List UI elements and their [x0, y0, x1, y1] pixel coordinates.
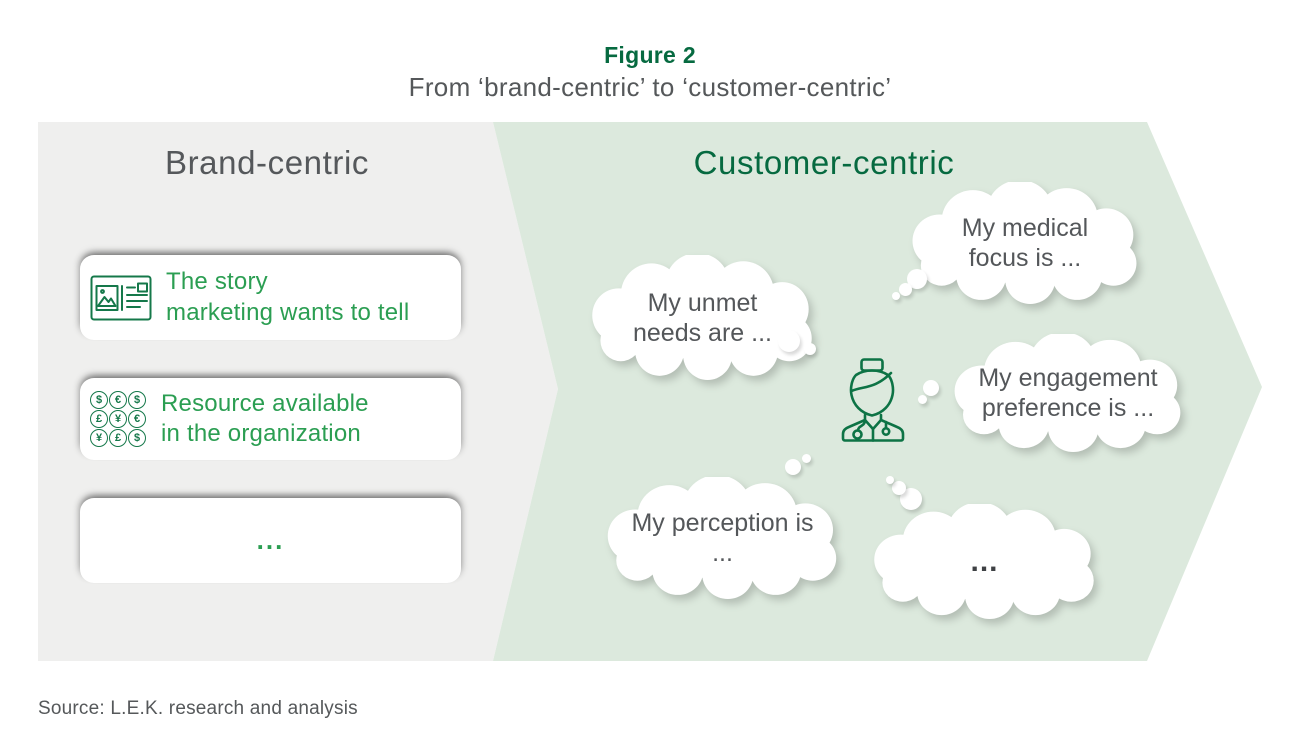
- source-note: Source: L.E.K. research and analysis: [38, 698, 358, 719]
- brand-item-card: ...: [80, 498, 461, 583]
- cloud-text: ...: [970, 544, 999, 578]
- ellipsis-label: ...: [256, 525, 285, 555]
- brand-item-card: $ € $ £ ¥ € ¥ £ $ Resource available in …: [80, 378, 461, 460]
- bubble-tail: [892, 292, 900, 300]
- cloud-text: My unmet needs are ...: [633, 288, 772, 347]
- brand-item-label: Resource available in the organization: [161, 389, 369, 447]
- bubble-tail: [804, 343, 816, 355]
- cloud-shape: [607, 477, 837, 599]
- bubble-tail: [892, 481, 906, 495]
- cloud-shape: [592, 255, 812, 380]
- customer-centric-heading: Customer-centric: [693, 144, 955, 181]
- cloud-text: My medical focus is ...: [961, 214, 1089, 272]
- thought-cloud-engagement-preference: My engagement preference is ...: [942, 334, 1194, 452]
- bubble-tail: [785, 459, 801, 475]
- thought-cloud-perception: My perception is ...: [595, 477, 850, 599]
- bubble-tail: [778, 330, 800, 352]
- figure-title: From ‘brand-centric’ to ‘customer-centri…: [408, 72, 892, 102]
- brand-item-card: The story marketing wants to tell: [80, 255, 461, 340]
- thought-cloud-medical-focus: My medical focus is ...: [900, 182, 1150, 304]
- currency-coins-icon: $ € $ £ ¥ € ¥ £ $: [90, 390, 147, 448]
- cloud-shape: [874, 504, 1094, 619]
- thought-cloud-unmet-needs: My unmet needs are ...: [580, 255, 825, 380]
- figure-label: Figure 2: [604, 42, 696, 68]
- cloud-shape: [954, 334, 1181, 452]
- bubble-tail: [918, 395, 927, 404]
- bubble-tail: [802, 454, 811, 463]
- thought-cloud-ellipsis: ...: [862, 504, 1107, 619]
- bubble-tail: [886, 476, 894, 484]
- bubble-tail: [900, 488, 922, 510]
- bubble-tail: [923, 380, 939, 396]
- brand-centric-heading: Brand-centric: [164, 144, 370, 181]
- cloud-shape: [912, 182, 1137, 304]
- bubble-tail: [907, 269, 927, 289]
- transition-band: Brand-centric Customer-centric: [38, 122, 1262, 661]
- doctor-icon: [841, 358, 905, 442]
- brand-item-label: The story marketing wants to tell: [166, 268, 410, 326]
- news-article-icon: [90, 275, 152, 320]
- cloud-text: My engagement preference is ...: [978, 364, 1158, 422]
- bubble-tail: [899, 283, 912, 296]
- cloud-text: My perception is ...: [631, 509, 814, 567]
